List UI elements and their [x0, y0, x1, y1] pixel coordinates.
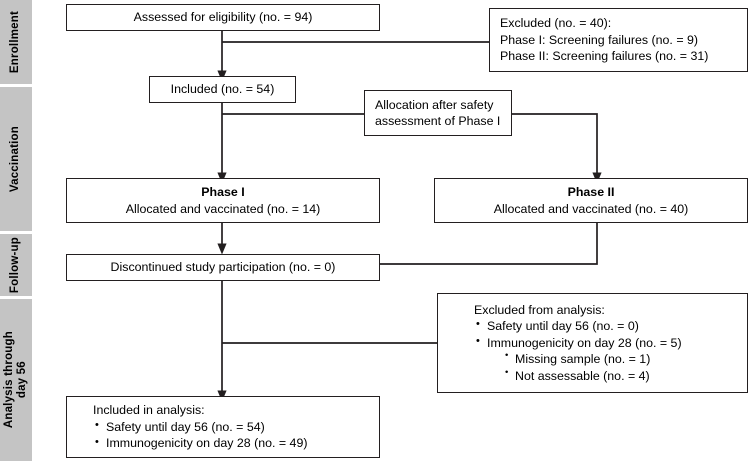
- node-phase-2: Phase II Allocated and vaccinated (no. =…: [434, 178, 748, 223]
- list-item: Safety until day 56 (no. = 54): [93, 418, 307, 436]
- node-excluded-line-3: Phase II: Screening failures (no. = 31): [500, 49, 709, 64]
- list-subitem-text: Missing sample (no. = 1): [515, 352, 651, 367]
- node-phase-1: Phase I Allocated and vaccinated (no. = …: [66, 178, 380, 223]
- node-phase-2-title: Phase II: [567, 185, 615, 200]
- list-item: Immunogenicity on day 28 (no. = 49): [93, 435, 307, 452]
- node-included-in-analysis-list: Safety until day 56 (no. = 54) Immunogen…: [67, 418, 307, 452]
- node-included-in-analysis-heading: Included in analysis:: [93, 403, 205, 418]
- stage-band-vaccination-label: Vaccination: [9, 125, 22, 193]
- stage-band-enrollment: Enrollment: [0, 0, 32, 84]
- node-excluded-from-analysis-heading: Excluded from analysis:: [474, 302, 605, 317]
- list-item-text: Immunogenicity on day 28 (no. = 5): [487, 335, 682, 350]
- list-subitem-text: Not assessable (no. = 4): [515, 368, 650, 383]
- node-discontinued: Discontinued study participation (no. = …: [66, 254, 380, 281]
- stage-band-followup-label: Follow-up: [9, 236, 22, 294]
- node-excluded-line-1: Excluded (no. = 40):: [500, 16, 612, 31]
- edge-phase2-to-discontinued: [380, 223, 598, 265]
- list-item-text: Safety until day 56 (no. = 54): [106, 419, 265, 434]
- node-discontinued-text: Discontinued study participation (no. = …: [110, 260, 336, 275]
- node-allocation-line-1: Allocation after safety: [375, 97, 494, 112]
- list-item: Immunogenicity on day 28 (no. = 5) Missi…: [474, 334, 682, 385]
- node-excluded-from-analysis: Excluded from analysis: Safety until day…: [437, 293, 748, 393]
- node-included: Included (no. = 54): [149, 76, 296, 103]
- list-item: Safety until day 56 (no. = 0): [474, 317, 682, 335]
- node-excluded-line-2: Phase I: Screening failures (no. = 9): [500, 32, 699, 47]
- node-excluded: Excluded (no. = 40): Phase I: Screening …: [489, 8, 748, 72]
- node-phase-1-title: Phase I: [201, 185, 245, 200]
- stage-band-enrollment-label: Enrollment: [9, 10, 22, 74]
- list-subitem: Missing sample (no. = 1): [503, 350, 682, 368]
- list-item-text: Safety until day 56 (no. = 0): [487, 318, 639, 333]
- node-excluded-from-analysis-list: Safety until day 56 (no. = 0) Immunogeni…: [438, 317, 682, 385]
- list-subitem: Not assessable (no. = 4): [503, 367, 682, 385]
- node-allocation: Allocation after safety assessment of Ph…: [364, 90, 512, 136]
- stage-band-analysis-label: Analysis through day 56: [2, 331, 28, 429]
- edge-allocation-to-phase2: [512, 113, 602, 184]
- node-included-text: Included (no. = 54): [170, 82, 275, 97]
- node-phase-1-text: Allocated and vaccinated (no. = 14): [125, 201, 321, 216]
- node-assessed-for-eligibility: Assessed for eligibility (no. = 94): [66, 4, 380, 31]
- node-assessed-text: Assessed for eligibility (no. = 94): [133, 10, 313, 25]
- stage-band-analysis: Analysis through day 56: [0, 299, 32, 461]
- stage-band-vaccination: Vaccination: [0, 87, 32, 231]
- stage-band-followup: Follow-up: [0, 234, 32, 296]
- node-allocation-line-2: assessment of Phase I: [375, 114, 501, 128]
- node-included-in-analysis: Included in analysis: Safety until day 5…: [66, 396, 380, 458]
- list-item-text: Immunogenicity on day 28 (no. = 49): [106, 436, 308, 451]
- list-sublist: Missing sample (no. = 1) Not assessable …: [487, 350, 682, 385]
- node-phase-2-text: Allocated and vaccinated (no. = 40): [493, 201, 689, 216]
